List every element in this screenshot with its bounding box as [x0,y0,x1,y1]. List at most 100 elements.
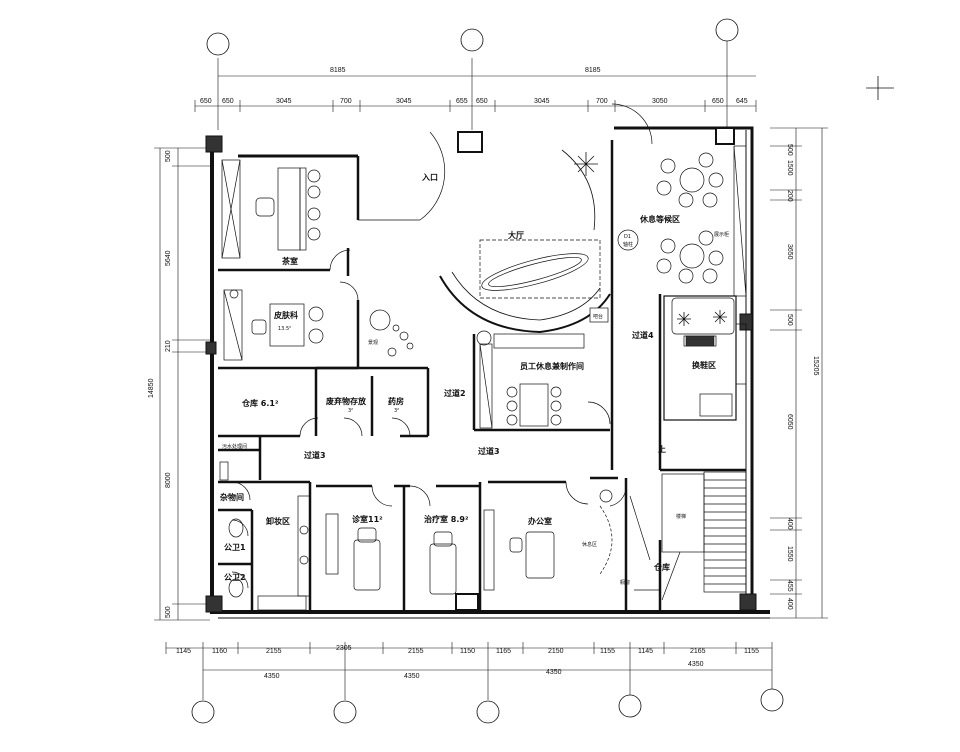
dim-right-1: 500 [786,144,793,156]
dim-bottom-3: 2155 [266,648,282,655]
room-label-corridor4: 过道4 [632,330,654,340]
room-label-entrance: 入口 [421,173,438,182]
dim-top-9: 700 [596,98,608,105]
dim-top-2: 650 [222,98,234,105]
dim-bottom-total-4: 4350 [688,661,704,668]
makeup-counter [257,495,311,611]
dim-top-total-right: 8185 [585,67,601,74]
dim-bottom-total-3: 4350 [546,669,562,676]
room-label-pharmacy: 药房 [388,396,404,406]
dim-bottom-total-2: 4350 [404,673,420,680]
dim-left-total: 14850 [148,378,155,398]
landing-label: 楼梯 [676,513,686,520]
room-label-tea: 茶室 [281,256,298,266]
dim-top-3: 3045 [276,98,292,105]
room-label-warehouse: 仓库 [653,562,670,572]
room-label-up: 上 [658,444,666,454]
dim-right-9: 455 [786,580,793,592]
office-desk [509,489,613,579]
dim-bottom-12: 1155 [744,648,759,655]
room-label-corridor3-left: 过道3 [304,450,326,460]
clinic-bed [325,513,381,591]
dim-bottom-5: 2155 [408,648,424,655]
dim-right-total: 15205 [812,356,819,376]
dim-bottom-9: 1155 [600,648,615,655]
dim-bottom-7: 1165 [496,648,511,655]
dim-bottom-11: 2165 [690,648,706,655]
structural-columns [205,127,757,613]
exterior-walls [210,126,770,619]
door-swings [231,103,653,589]
dim-left-2: 5640 [165,250,172,266]
room-area-pharmacy: 3² [394,408,399,414]
dim-top-10: 3050 [652,98,668,105]
window-label: 橱窗 [620,579,630,586]
column-d1-label: D1 [624,234,631,240]
room-label-treatment: 治疗室 8.9² [424,514,469,524]
dim-bottom-2: 1160 [212,648,227,655]
room-label-rest-waiting: 休息等候区 [639,214,680,224]
dim-right-4: 3650 [786,244,793,260]
dim-left-4: 8000 [165,472,172,488]
dim-top-4: 700 [340,98,352,105]
interior-walls [218,140,746,612]
room-area-skin: 13.5² [278,326,291,332]
room-label-corridor3-right: 过道3 [478,446,500,456]
dim-right-10: 400 [786,598,793,610]
dim-bottom-10: 1145 [638,648,653,655]
dim-bottom-6: 1150 [460,648,475,655]
room-label-staff: 员工休息兼制作间 [520,361,584,371]
room-label-landscape-1: 景观 [368,339,378,346]
room-label-corridor2: 过道2 [444,388,466,398]
shoe-change-furniture [663,295,747,421]
room-label-wc2: 公卫2 [224,573,246,582]
bar-label-box [589,307,609,323]
dim-top-total-left: 8185 [330,67,346,74]
dim-top-11: 650 [712,98,724,105]
room-label-utility: 杂物间 [220,492,244,502]
staff-table [479,333,585,429]
top-dimension-lines [194,38,757,130]
dim-right-8: 1550 [786,546,793,562]
axis-circles-bottom [191,688,784,724]
dim-top-5: 3045 [396,98,412,105]
room-label-makeup: 卸妆区 [266,516,290,526]
bar-label: 吧台 [593,313,603,320]
dim-bottom-total-1: 4350 [264,673,280,680]
dim-right-3: 200 [786,190,793,202]
dim-bottom-8: 2150 [548,648,564,655]
bottom-dimension-lines [165,642,773,700]
room-label-office: 办公室 [528,516,552,526]
hall-curved-wall [439,149,611,334]
dim-top-6: 655 [456,98,468,105]
dim-right-7: 400 [786,518,793,530]
column-marker-d1 [617,229,639,251]
dim-right-6: 6050 [786,414,793,430]
room-label-clinic: 诊室11² [352,514,383,524]
room-label-skin: 皮肤科 [273,310,298,320]
room-label-wc1: 公卫1 [224,543,246,552]
skin-desk [223,289,324,361]
room-label-sewage: 污水处理间 [222,443,247,450]
column-d1-sub: 轴柱 [623,241,633,248]
dim-bottom-1: 1145 [176,648,191,655]
axis-circles-top [206,18,739,56]
north-arrow-icon [866,76,894,100]
room-area-waste: 3² [348,408,353,414]
display-label-box [685,335,715,347]
dim-left-5: 500 [165,606,172,618]
left-dimension-lines [154,147,210,621]
room-label-waste: 废弃物存放 [326,396,367,406]
dim-top-1: 650 [200,98,212,105]
reception-desk [479,239,601,299]
waiting-seats [656,145,747,297]
tea-table [221,159,321,259]
dim-top-12: 645 [736,98,748,105]
display-label: 展示柜 [714,231,729,238]
dim-top-7: 650 [476,98,488,105]
dim-right-5: 500 [786,314,793,326]
dim-right-2: 1500 [786,160,793,176]
dim-bottom-4: 2305 [336,645,352,652]
staircase [629,471,747,601]
